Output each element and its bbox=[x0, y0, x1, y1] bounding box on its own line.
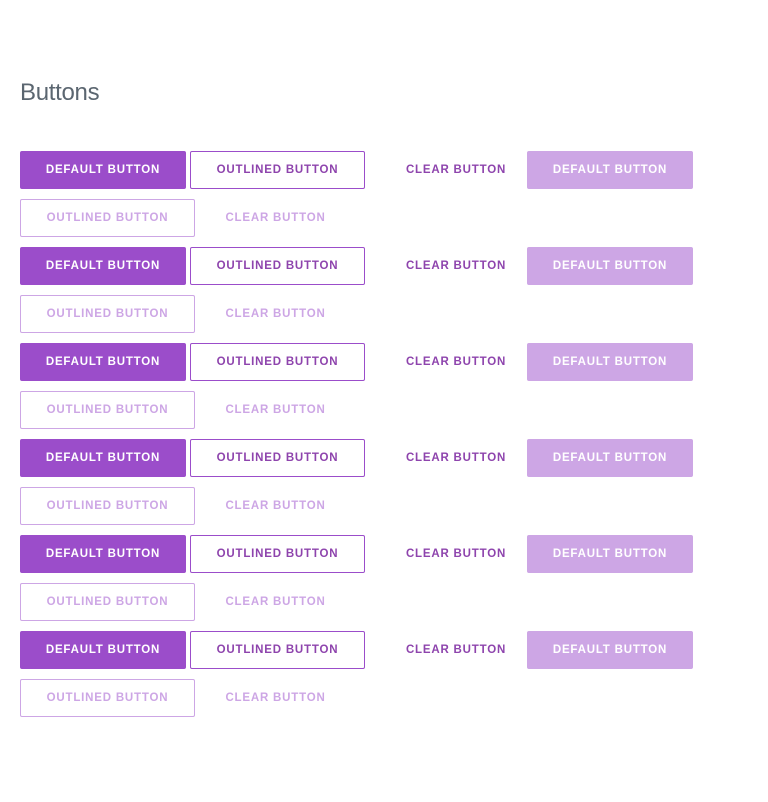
clear-button[interactable]: CLEAR BUTTON bbox=[385, 151, 527, 189]
outlined-button-disabled[interactable]: OUTLINED BUTTON bbox=[20, 295, 195, 333]
clear-button[interactable]: CLEAR BUTTON bbox=[385, 247, 527, 285]
clear-button[interactable]: CLEAR BUTTON bbox=[385, 535, 527, 573]
default-button[interactable]: DEFAULT BUTTON bbox=[20, 343, 186, 381]
outlined-button-disabled[interactable]: OUTLINED BUTTON bbox=[20, 583, 195, 621]
default-button-disabled[interactable]: DEFAULT BUTTON bbox=[527, 631, 693, 669]
clear-button-disabled[interactable]: CLEAR BUTTON bbox=[205, 391, 346, 429]
button-group: DEFAULT BUTTON OUTLINED BUTTON CLEAR BUT… bbox=[20, 631, 760, 727]
outlined-button[interactable]: OUTLINED BUTTON bbox=[190, 343, 365, 381]
outlined-button[interactable]: OUTLINED BUTTON bbox=[190, 247, 365, 285]
clear-button-disabled[interactable]: CLEAR BUTTON bbox=[205, 487, 346, 525]
default-button[interactable]: DEFAULT BUTTON bbox=[20, 535, 186, 573]
button-group: DEFAULT BUTTON OUTLINED BUTTON CLEAR BUT… bbox=[20, 247, 760, 343]
clear-button[interactable]: CLEAR BUTTON bbox=[385, 439, 527, 477]
default-button[interactable]: DEFAULT BUTTON bbox=[20, 631, 186, 669]
outlined-button-disabled[interactable]: OUTLINED BUTTON bbox=[20, 199, 195, 237]
button-group: DEFAULT BUTTON OUTLINED BUTTON CLEAR BUT… bbox=[20, 151, 760, 247]
default-button-disabled[interactable]: DEFAULT BUTTON bbox=[527, 247, 693, 285]
clear-button[interactable]: CLEAR BUTTON bbox=[385, 631, 527, 669]
button-group: DEFAULT BUTTON OUTLINED BUTTON CLEAR BUT… bbox=[20, 535, 760, 631]
clear-button-disabled[interactable]: CLEAR BUTTON bbox=[205, 199, 346, 237]
default-button-disabled[interactable]: DEFAULT BUTTON bbox=[527, 535, 693, 573]
clear-button-disabled[interactable]: CLEAR BUTTON bbox=[205, 295, 346, 333]
clear-button[interactable]: CLEAR BUTTON bbox=[385, 343, 527, 381]
outlined-button-disabled[interactable]: OUTLINED BUTTON bbox=[20, 391, 195, 429]
outlined-button[interactable]: OUTLINED BUTTON bbox=[190, 439, 365, 477]
default-button-disabled[interactable]: DEFAULT BUTTON bbox=[527, 151, 693, 189]
outlined-button[interactable]: OUTLINED BUTTON bbox=[190, 151, 365, 189]
page-title: Buttons bbox=[20, 79, 100, 106]
clear-button-disabled[interactable]: CLEAR BUTTON bbox=[205, 583, 346, 621]
outlined-button-disabled[interactable]: OUTLINED BUTTON bbox=[20, 679, 195, 717]
outlined-button-disabled[interactable]: OUTLINED BUTTON bbox=[20, 487, 195, 525]
default-button-disabled[interactable]: DEFAULT BUTTON bbox=[527, 343, 693, 381]
default-button-disabled[interactable]: DEFAULT BUTTON bbox=[527, 439, 693, 477]
button-groups: DEFAULT BUTTON OUTLINED BUTTON CLEAR BUT… bbox=[20, 151, 760, 727]
default-button[interactable]: DEFAULT BUTTON bbox=[20, 151, 186, 189]
outlined-button[interactable]: OUTLINED BUTTON bbox=[190, 535, 365, 573]
outlined-button[interactable]: OUTLINED BUTTON bbox=[190, 631, 365, 669]
button-group: DEFAULT BUTTON OUTLINED BUTTON CLEAR BUT… bbox=[20, 343, 760, 439]
default-button[interactable]: DEFAULT BUTTON bbox=[20, 247, 186, 285]
default-button[interactable]: DEFAULT BUTTON bbox=[20, 439, 186, 477]
clear-button-disabled[interactable]: CLEAR BUTTON bbox=[205, 679, 346, 717]
button-group: DEFAULT BUTTON OUTLINED BUTTON CLEAR BUT… bbox=[20, 439, 760, 535]
